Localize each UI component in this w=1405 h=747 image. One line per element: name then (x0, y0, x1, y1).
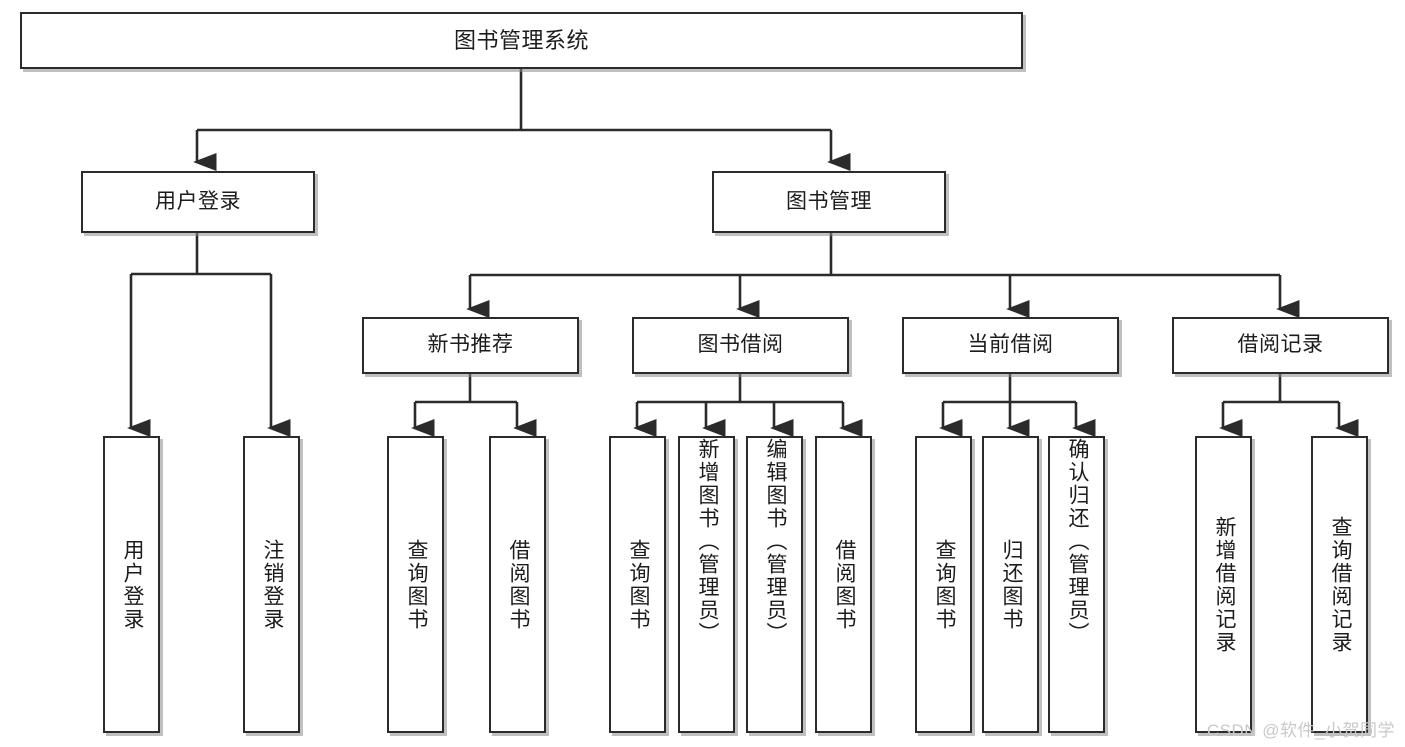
node-borrow-record[interactable]: 借阅记录 (1172, 317, 1389, 374)
leaf-borrow-record-query-label: 查询借阅记录 (1328, 515, 1352, 654)
leaf-new-book-query[interactable]: 查询图书 (387, 436, 444, 733)
node-book-manage-label: 图书管理 (786, 189, 872, 213)
leaf-current-borrow-query[interactable]: 查询图书 (915, 436, 972, 733)
leaf-book-borrow-borrow-label: 借阅图书 (832, 538, 856, 631)
node-root-label: 图书管理系统 (453, 27, 589, 53)
leaf-book-borrow-borrow[interactable]: 借阅图书 (815, 436, 872, 733)
leaf-book-borrow-add-label: 新增图书（管理员） (695, 438, 719, 645)
node-book-borrow[interactable]: 图书借阅 (632, 317, 849, 374)
leaf-current-borrow-return-label: 归还图书 (999, 538, 1023, 631)
leaf-book-borrow-query[interactable]: 查询图书 (609, 436, 666, 733)
node-root[interactable]: 图书管理系统 (20, 12, 1023, 69)
leaf-borrow-record-add-label: 新增借阅记录 (1212, 515, 1236, 654)
leaf-new-book-borrow[interactable]: 借阅图书 (489, 436, 546, 733)
leaf-book-borrow-add[interactable]: 新增图书（管理员） (678, 436, 735, 733)
leaf-current-borrow-query-label: 查询图书 (932, 538, 956, 631)
leaf-current-borrow-return[interactable]: 归还图书 (982, 436, 1039, 733)
leaf-book-borrow-edit-label: 编辑图书（管理员） (763, 438, 787, 645)
node-new-book-recommend-label: 新书推荐 (427, 333, 514, 357)
leaf-borrow-record-add[interactable]: 新增借阅记录 (1195, 436, 1252, 733)
leaf-borrow-record-query[interactable]: 查询借阅记录 (1311, 436, 1368, 733)
node-user-login-label: 用户登录 (155, 189, 241, 213)
node-new-book-recommend[interactable]: 新书推荐 (362, 317, 579, 374)
node-book-borrow-label: 图书借阅 (697, 333, 784, 357)
leaf-new-book-query-label: 查询图书 (404, 538, 428, 631)
leaf-current-borrow-confirm-label: 确认归还（管理员） (1065, 438, 1089, 645)
csdn-watermark: CSDN @软件_小贺同学 (1206, 721, 1395, 740)
leaf-book-borrow-query-label: 查询图书 (626, 538, 650, 631)
node-borrow-record-label: 借阅记录 (1237, 333, 1324, 357)
leaf-user-login-logout-label: 注销登录 (260, 538, 284, 631)
node-current-borrow-label: 当前借阅 (967, 333, 1054, 357)
node-book-manage[interactable]: 图书管理 (712, 171, 946, 233)
leaf-current-borrow-confirm[interactable]: 确认归还（管理员） (1048, 436, 1105, 733)
leaf-new-book-borrow-label: 借阅图书 (506, 538, 530, 631)
leaf-user-login-login-label: 用户登录 (120, 538, 144, 631)
node-user-login[interactable]: 用户登录 (81, 171, 315, 233)
leaf-book-borrow-edit[interactable]: 编辑图书（管理员） (746, 436, 803, 733)
node-current-borrow[interactable]: 当前借阅 (902, 317, 1119, 374)
leaf-user-login-logout[interactable]: 注销登录 (243, 436, 300, 733)
leaf-user-login-login[interactable]: 用户登录 (103, 436, 160, 733)
